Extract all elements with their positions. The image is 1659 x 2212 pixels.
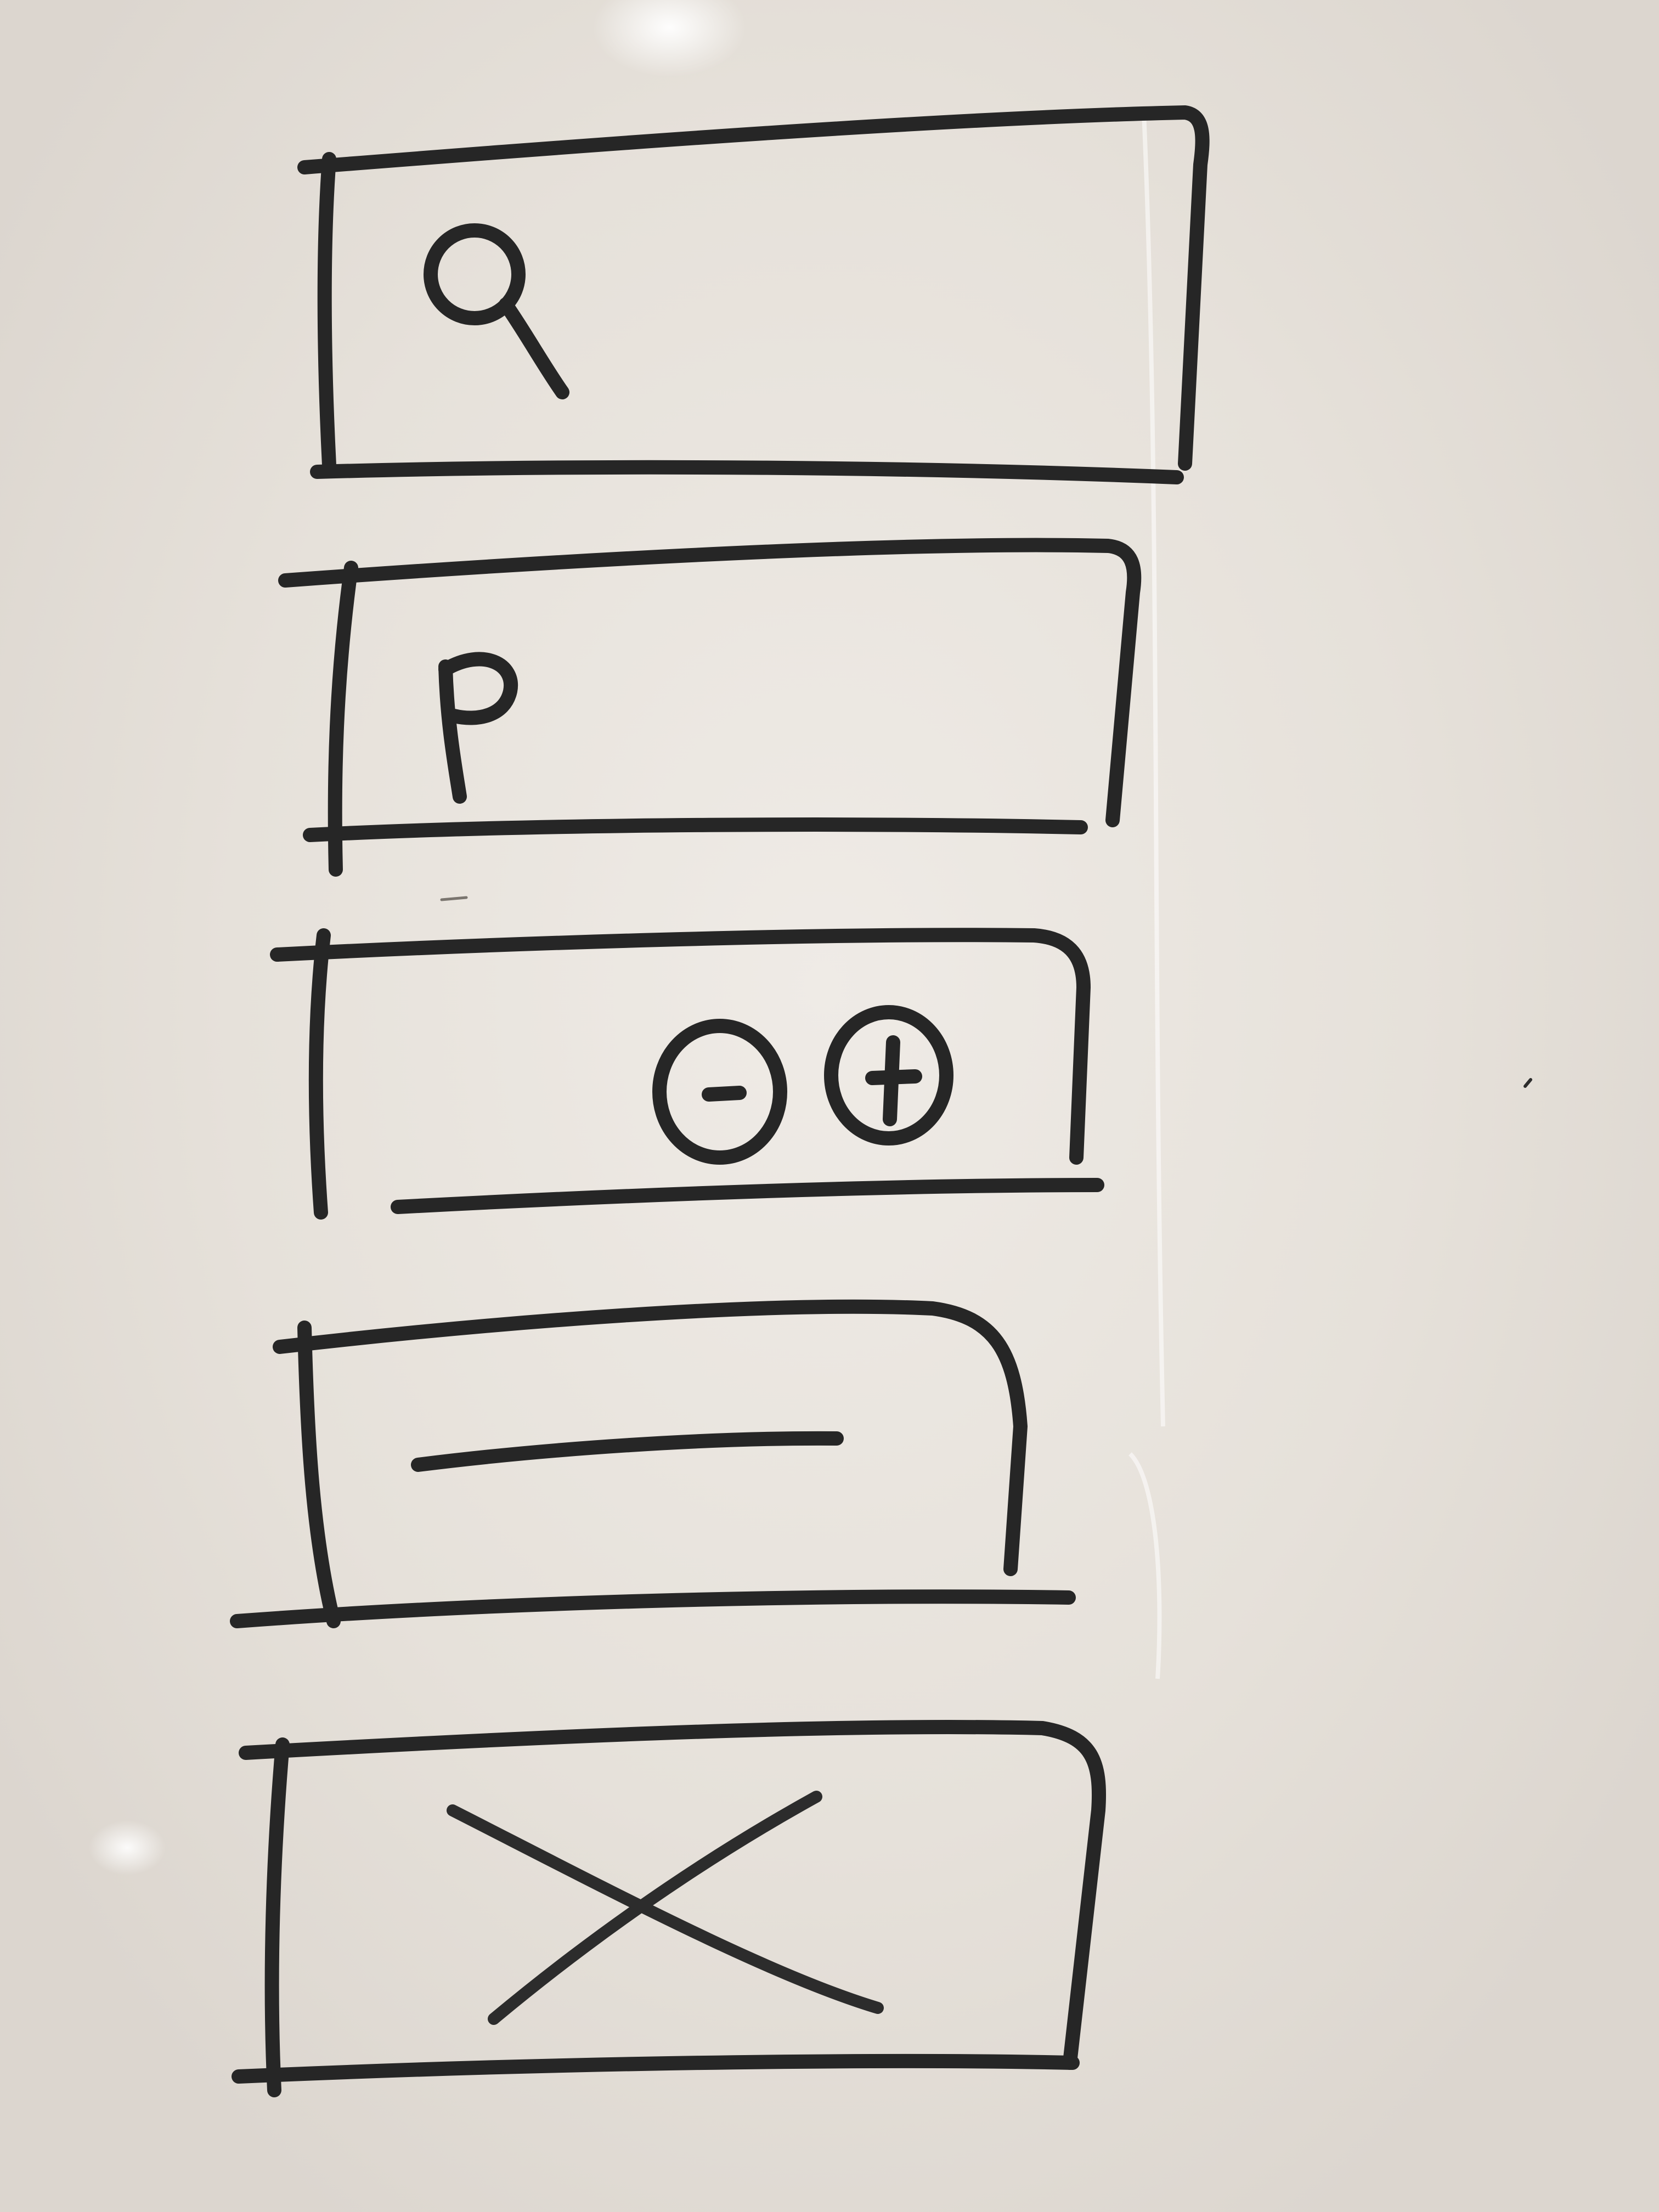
close-panel[interactable] <box>232 1720 1107 2097</box>
letter-p-glyph <box>438 652 518 804</box>
zoom-in-icon[interactable] <box>824 1005 953 1146</box>
stray-mark <box>440 896 468 901</box>
p-panel-top-right-edge <box>278 538 1142 827</box>
search-panel-left-edge <box>317 152 336 472</box>
close-panel-top-right-edge <box>239 1720 1107 2070</box>
search-panel-top-right-edge <box>297 105 1210 471</box>
zoom-panel[interactable] <box>270 928 1104 1220</box>
p-panel[interactable]: P <box>278 538 1142 877</box>
search-panel-bottom-edge <box>310 460 1184 484</box>
close-icon[interactable] <box>447 1791 884 2025</box>
line-panel[interactable] <box>230 1299 1076 1628</box>
search-panel[interactable] <box>297 105 1210 484</box>
horizontal-line-icon[interactable] <box>411 1431 844 1472</box>
search-icon[interactable] <box>424 223 569 399</box>
p-panel-left-edge <box>328 561 358 877</box>
zoom-panel-left-edge <box>308 928 331 1220</box>
zoom-panel-bottom-edge <box>391 1178 1104 1214</box>
line-panel-top-right-edge <box>273 1299 1028 1576</box>
close-panel-left-edge <box>264 1737 290 2097</box>
close-panel-bottom-edge <box>232 2054 1080 2084</box>
zoom-panel-top-right-edge <box>270 928 1091 1165</box>
p-panel-bottom-edge <box>303 817 1088 842</box>
line-panel-bottom-edge <box>230 1589 1076 1628</box>
zoom-out-icon[interactable] <box>652 1019 787 1165</box>
stray-mark <box>1523 1078 1532 1088</box>
line-panel-left-edge <box>297 1321 341 1628</box>
